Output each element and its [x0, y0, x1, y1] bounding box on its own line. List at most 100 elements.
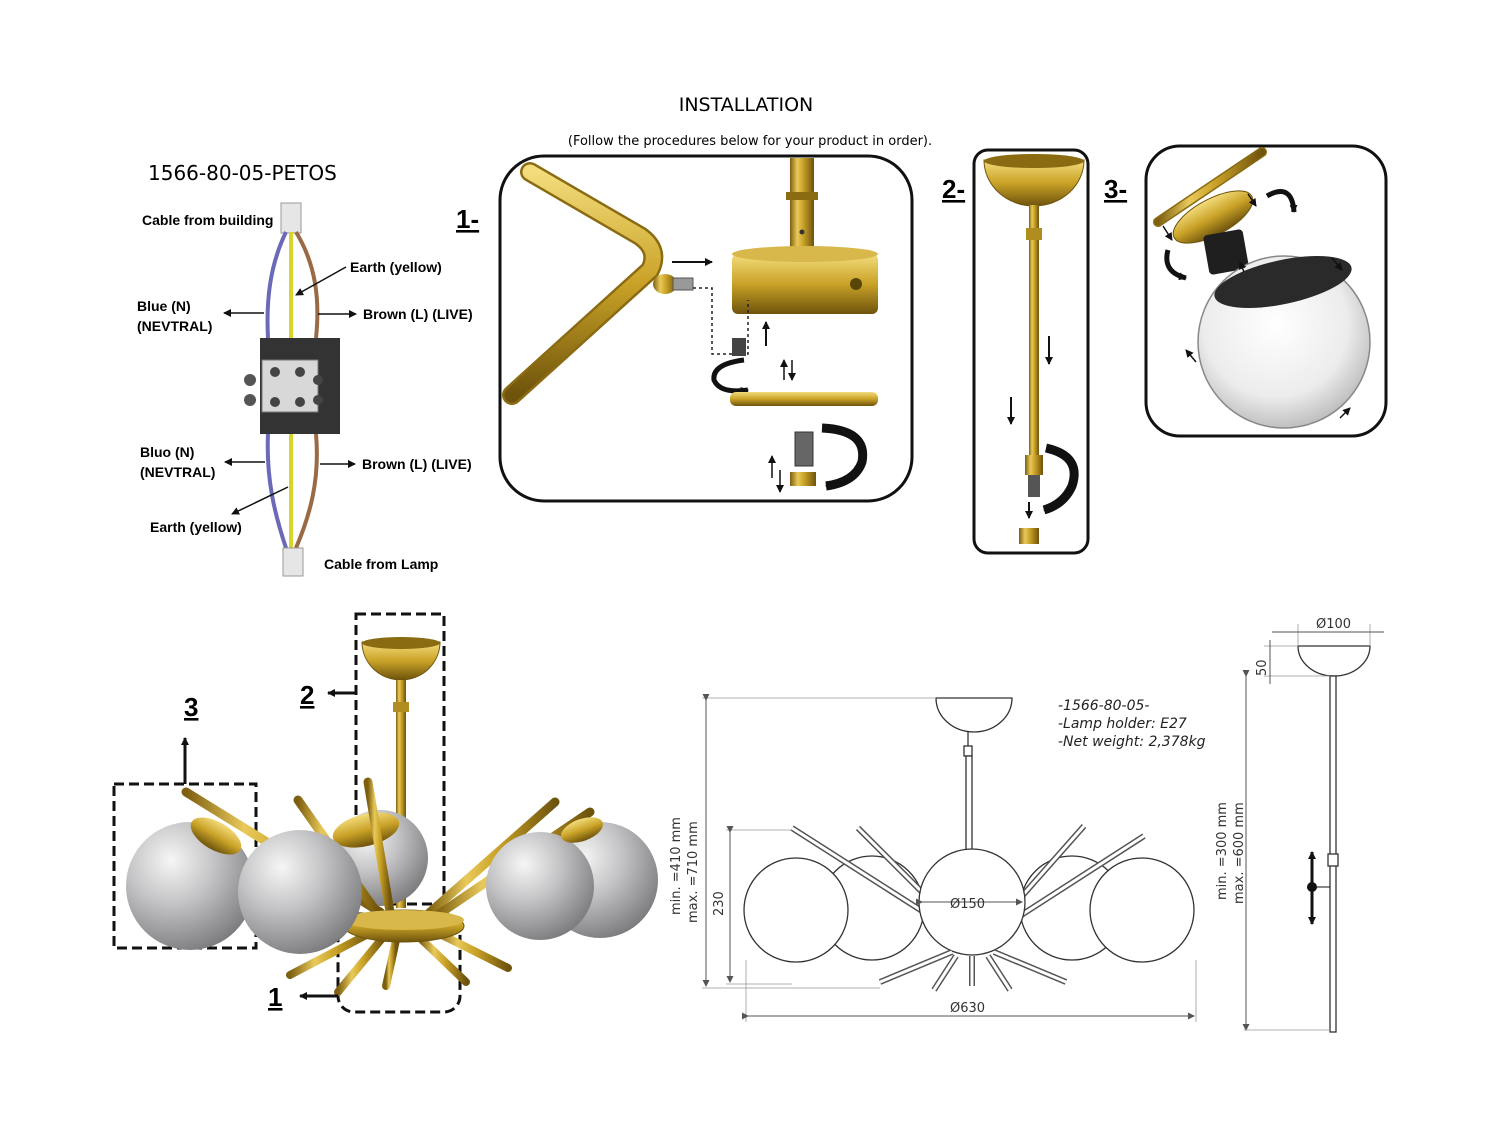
td-globe-right	[1089, 857, 1195, 963]
globe-front-right-cap	[560, 817, 604, 843]
rod-end-cap	[1019, 528, 1039, 544]
terminal-screw	[244, 394, 256, 406]
label-brown-top: Brown (L) (LIVE)	[363, 306, 473, 322]
step-1-panel: 1-	[456, 154, 914, 503]
td-lower-arm-inner	[932, 955, 958, 991]
hub-rod-hole	[799, 229, 805, 235]
bottom-cap	[790, 472, 816, 486]
dim-overall-diameter: Ø630	[950, 1001, 985, 1016]
wire-blue-top	[265, 231, 288, 339]
lock-nut	[732, 338, 746, 356]
globe-front-right	[486, 832, 594, 940]
guide-line	[693, 287, 749, 355]
callout-label-3: 3	[184, 692, 198, 722]
step-1-label: 1-	[456, 204, 479, 234]
arm-3d-right	[423, 797, 560, 919]
terminal-screw	[270, 367, 280, 377]
rod-3d-coupler	[393, 702, 409, 712]
canopy-rim	[984, 154, 1084, 168]
arm-3d-center	[363, 777, 395, 917]
terminal-screw	[295, 397, 305, 407]
rod-coupler-top	[1026, 228, 1042, 240]
dim-canopy-height: 50	[1255, 659, 1270, 676]
arrow-earth-bottom	[231, 486, 289, 515]
callout-label-2: 2	[300, 680, 314, 710]
hub-hole	[850, 278, 862, 290]
label-blue-top-2: (NEVTRAL)	[137, 318, 212, 334]
label-brown-bottom: Brown (L) (LIVE)	[362, 456, 472, 472]
td-globe-left	[743, 857, 849, 963]
arrow-rotate-holder	[1164, 249, 1187, 281]
cable-sheath-bottom	[282, 547, 304, 577]
dim-rod-min: min. =300 mm	[1215, 802, 1230, 900]
td-lower-arm-inner	[879, 950, 953, 984]
hub-3d-top	[344, 910, 464, 930]
cable-sheath-top	[280, 202, 302, 234]
arm-end-highlight	[1154, 148, 1266, 226]
step-2-panel: 2-	[942, 148, 1090, 555]
rod	[1029, 205, 1039, 455]
globe-front-left	[126, 822, 254, 950]
hub-top	[732, 246, 878, 262]
lamp-holder	[1203, 229, 1249, 275]
dim-height-min: min. =410 mm	[669, 817, 684, 915]
arrow-earth-top	[295, 266, 347, 296]
arm-joint	[653, 274, 677, 294]
globe-opening	[1214, 256, 1352, 308]
td-side-canopy	[1297, 645, 1371, 677]
wire-brown-top	[294, 230, 320, 339]
label-blue-top-1: Blue (N)	[137, 298, 191, 314]
rod-coupler-bottom	[1025, 455, 1043, 475]
step-2-label: 2-	[942, 174, 965, 204]
hub-rod	[790, 158, 814, 254]
bent-arm	[504, 164, 661, 403]
td-coupler	[963, 745, 973, 757]
dim-rod-max: max. =600 mm	[1232, 802, 1247, 904]
label-blue-bottom-2: (NEVTRAL)	[140, 464, 215, 480]
arrow-small	[1247, 193, 1257, 207]
dim-canopy-diameter: Ø100	[1316, 617, 1351, 632]
spec-line-2: -Lamp holder: E27	[1058, 716, 1187, 732]
product-code: 1566-80-05-PETOS	[148, 161, 337, 185]
step-3-panel: 3-	[1104, 144, 1388, 438]
td-lower-arm-inner	[986, 955, 1012, 991]
td-side-coupler	[1327, 853, 1339, 867]
bottom-plate	[730, 392, 878, 406]
label-cable-from-building: Cable from building	[142, 212, 273, 228]
technical-drawing-side	[1242, 624, 1384, 1033]
arm-3d-lower-1	[286, 928, 376, 979]
dim-height-max: max. =710 mm	[686, 821, 701, 923]
hub-rod-ring	[786, 192, 818, 200]
wire-brown-bottom	[294, 433, 319, 549]
arrow-rotate-cap	[821, 423, 868, 491]
callout-label-1: 1	[268, 982, 282, 1012]
terminal-screw	[270, 397, 280, 407]
page-title: INSTALLATION	[679, 94, 814, 116]
bottom-screw	[794, 431, 814, 467]
arm-3d-lower-4	[416, 934, 470, 986]
spec-line-1: -1566-80-05-	[1058, 698, 1149, 714]
technical-drawing-front	[702, 694, 1197, 1022]
rod-thread	[1028, 475, 1040, 497]
wiring-diagram: 1566-80-05-PETOS Cable from building Ear…	[137, 161, 473, 577]
spec-line-3: -Net weight: 2,378kg	[1058, 734, 1206, 750]
dim-globe-diameter: Ø150	[950, 897, 985, 912]
canopy-3d-rim	[362, 637, 440, 649]
arm-thread	[672, 277, 694, 291]
step-3-label: 3-	[1104, 174, 1127, 204]
chandelier-render: 2 3 1	[112, 612, 658, 1014]
dim-globe-height: 230	[712, 891, 727, 916]
arrow-rotate-cap	[1265, 189, 1298, 213]
wire-blue-bottom	[265, 433, 288, 549]
globe-front-mid-left	[238, 830, 362, 954]
arrow-rotate-nut	[711, 357, 749, 395]
rod-3d	[396, 680, 406, 908]
label-cable-from-lamp: Cable from Lamp	[324, 556, 438, 572]
arrow-small	[1238, 261, 1247, 273]
globe-front-left-cap	[190, 817, 242, 855]
arrow-small	[1331, 257, 1343, 271]
step-1-frame	[498, 154, 914, 503]
arrow-small	[1162, 225, 1173, 241]
arrow-small	[1185, 349, 1197, 363]
